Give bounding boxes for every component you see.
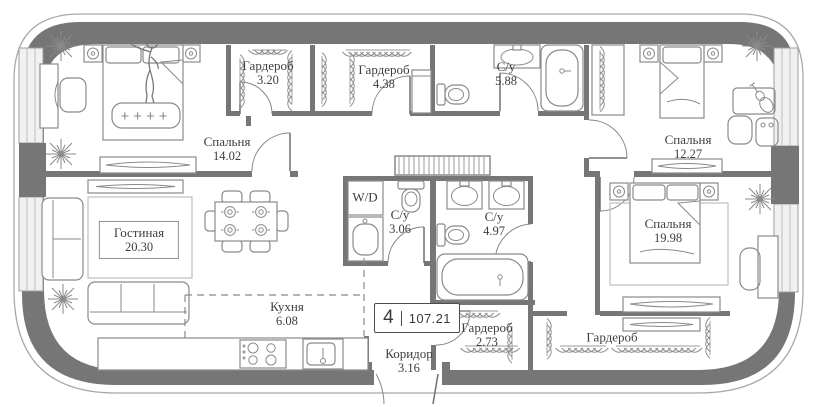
dining-table bbox=[214, 201, 278, 242]
tv-console bbox=[87, 179, 184, 194]
vanity-sink bbox=[347, 216, 384, 262]
wall-pier-left bbox=[19, 143, 46, 197]
bed-blanket-pattern: ++++ bbox=[120, 108, 171, 125]
desk bbox=[39, 63, 59, 129]
backpack bbox=[755, 117, 779, 147]
ventilation-shaft bbox=[394, 155, 491, 176]
bedroom-2-furniture bbox=[591, 30, 779, 174]
pillow bbox=[105, 46, 142, 64]
double-sink bbox=[446, 180, 525, 210]
stove bbox=[239, 339, 287, 369]
bedroom-3-furniture bbox=[609, 182, 779, 313]
desk bbox=[732, 87, 776, 115]
total-area-badge: 4 107.21 bbox=[374, 303, 460, 333]
person-on-bed bbox=[130, 36, 159, 104]
bathtub bbox=[540, 44, 584, 112]
chair bbox=[739, 247, 761, 291]
sofa-left bbox=[41, 197, 84, 281]
living-room-furniture bbox=[41, 179, 289, 325]
dresser bbox=[99, 156, 197, 174]
total-area-value: 107.21 bbox=[408, 310, 451, 326]
wardrobe-3-fittings bbox=[453, 310, 521, 364]
bed-bench bbox=[111, 102, 181, 129]
shelf bbox=[622, 317, 701, 332]
kitchen-furniture bbox=[97, 258, 369, 371]
built-in-closet bbox=[411, 69, 432, 114]
building-outline bbox=[13, 13, 804, 394]
guitar-icon bbox=[749, 82, 774, 113]
bathtub bbox=[436, 253, 529, 301]
toilet bbox=[397, 180, 425, 213]
dresser bbox=[622, 296, 721, 313]
wardrobe-4-fittings bbox=[546, 317, 711, 360]
chair bbox=[59, 77, 87, 113]
kitchen-sink bbox=[302, 338, 344, 370]
wardrobe-2-fittings bbox=[321, 49, 432, 114]
sofa-bottom bbox=[87, 281, 190, 325]
dresser bbox=[651, 158, 723, 174]
toilet bbox=[436, 83, 470, 106]
window-left-bottom bbox=[18, 196, 44, 292]
entrance-opening bbox=[374, 364, 442, 388]
bedroom-1-furniture: ++++ bbox=[39, 30, 201, 174]
desk bbox=[757, 235, 779, 299]
pillow bbox=[666, 184, 699, 201]
bathroom-1-fixtures bbox=[436, 44, 584, 112]
bathroom-2-fixtures bbox=[347, 180, 425, 262]
chair bbox=[727, 115, 753, 145]
rooms-count: 4 bbox=[383, 307, 394, 328]
badge-divider bbox=[400, 310, 402, 326]
pillow bbox=[662, 46, 702, 64]
bathroom-3-fixtures bbox=[436, 180, 529, 301]
dining-set bbox=[204, 190, 289, 253]
closet bbox=[591, 44, 625, 116]
toilet bbox=[436, 223, 470, 247]
rug bbox=[87, 196, 193, 279]
pillow bbox=[142, 46, 180, 64]
window-left-top bbox=[18, 47, 44, 144]
pillow bbox=[632, 184, 666, 201]
washer-dryer bbox=[347, 180, 384, 216]
wardrobe-1-fittings bbox=[239, 49, 293, 112]
